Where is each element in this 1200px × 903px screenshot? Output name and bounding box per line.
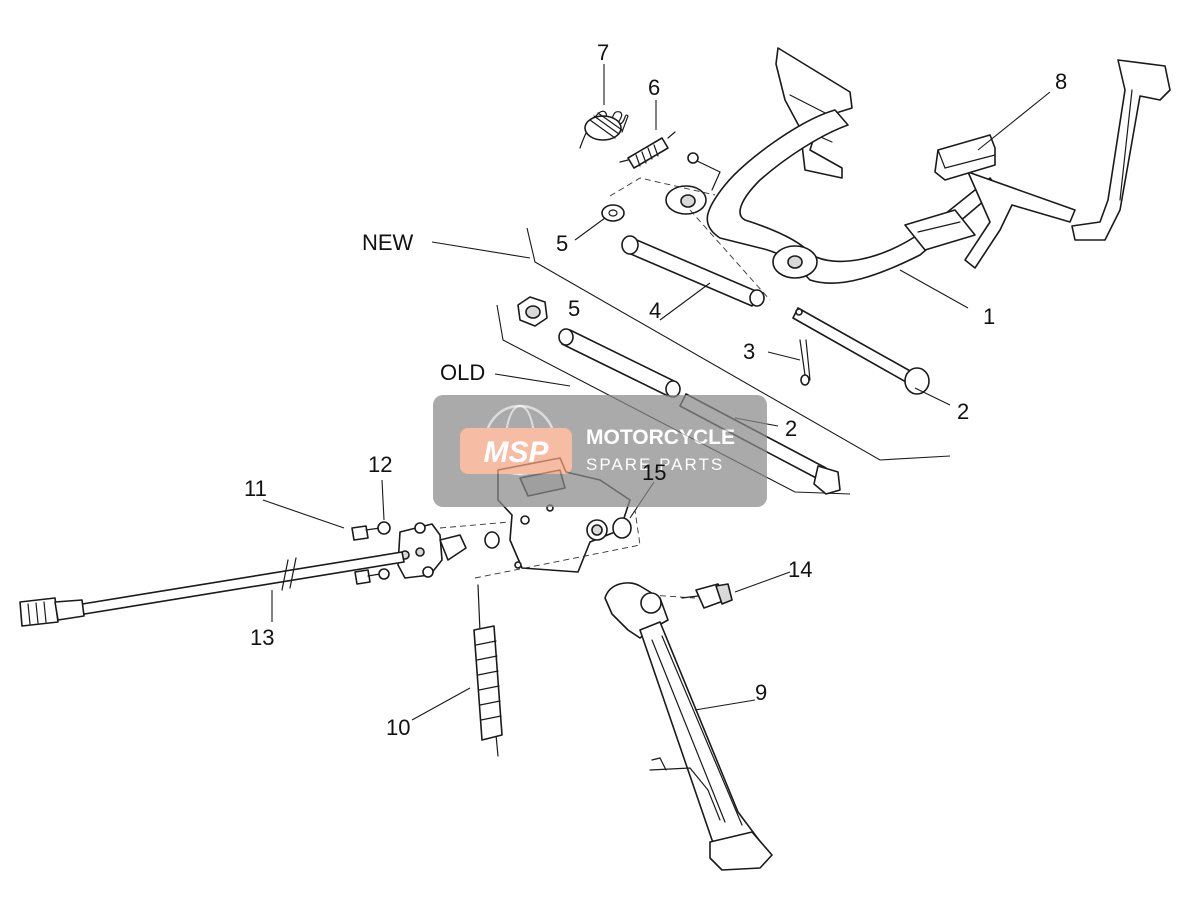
small-washer: [377, 521, 391, 580]
bush-tube-new: [621, 235, 765, 307]
side-stand: [604, 582, 773, 871]
watermark: MSP MOTORCYCLE SPARE PARTS: [433, 395, 767, 507]
screw: [351, 525, 381, 585]
nut: [517, 296, 548, 327]
switch-cable: [69, 551, 405, 617]
callout-11: 11: [244, 476, 267, 501]
callout-15: 15: [642, 460, 666, 485]
callout-5-washer: 5: [556, 231, 568, 256]
sidestand-switch: [397, 522, 467, 579]
rubber-stop: [934, 134, 996, 181]
spindle-pin-new: [792, 307, 930, 395]
sidestand-spring: [473, 584, 503, 757]
bush-tube-old: [558, 328, 681, 398]
center-stand-frame: [665, 47, 1171, 284]
callout-10: 10: [386, 715, 410, 740]
callout-5-nut: 5: [568, 296, 580, 321]
callout-9: 9: [755, 680, 767, 705]
callout-labels: 1 2 2 3 4 5 5 6 7 8 9 10 11 12 13 14 15 …: [244, 40, 1067, 740]
callout-2-new: 2: [957, 399, 969, 424]
sidestand-washer: [612, 517, 632, 539]
label-new: NEW: [362, 230, 414, 255]
callout-1: 1: [983, 304, 995, 329]
washer: [601, 204, 625, 222]
watermark-badge-text: MSP: [483, 436, 549, 469]
pivot-bolt: [681, 583, 733, 609]
watermark-badge: [460, 428, 572, 474]
spring-large: [579, 110, 629, 149]
assembly-guides: [439, 177, 771, 599]
callout-6: 6: [648, 75, 660, 100]
callout-3: 3: [743, 339, 755, 364]
callout-12: 12: [368, 452, 392, 477]
callout-14: 14: [788, 557, 812, 582]
watermark-line2: SPARE PARTS: [586, 455, 724, 474]
callout-4: 4: [649, 298, 661, 323]
spring-small: [619, 131, 676, 169]
callout-13: 13: [250, 625, 274, 650]
watermark-line1: MOTORCYCLE: [586, 426, 735, 449]
callout-2-old: 2: [785, 416, 797, 441]
split-pin: [799, 339, 811, 386]
cable-connector: [19, 597, 85, 627]
label-old: OLD: [440, 360, 485, 385]
watermark-box: [433, 395, 767, 507]
callout-7: 7: [597, 40, 609, 65]
callout-8: 8: [1055, 69, 1067, 94]
new-group-bracket: [431, 227, 951, 461]
